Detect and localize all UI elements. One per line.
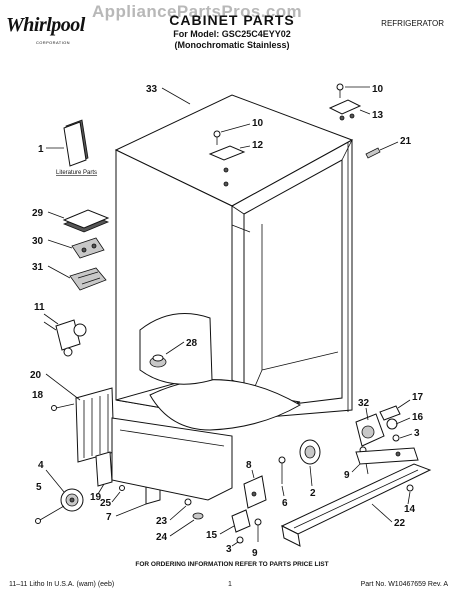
part-18-screw-left: 18 — [32, 390, 75, 411]
variant-line: (Monochromatic Stainless) — [174, 40, 290, 50]
svg-text:10: 10 — [252, 118, 264, 129]
part-30-control: 30 — [32, 236, 105, 259]
svg-text:13: 13 — [372, 110, 384, 121]
footer-litho: 11–11 Litho In U.S.A. (wam) (eeb) — [9, 581, 115, 588]
svg-text:Literature Parts: Literature Parts — [56, 170, 97, 176]
svg-text:16: 16 — [412, 412, 424, 423]
svg-text:29: 29 — [32, 208, 44, 219]
part-21-clip: 21 — [365, 136, 412, 159]
svg-text:4: 4 — [38, 460, 44, 471]
part-16-spring: 16 — [386, 412, 424, 430]
callout-33: 33 — [146, 84, 191, 105]
svg-text:3: 3 — [414, 428, 420, 439]
svg-text:18: 18 — [32, 390, 44, 401]
svg-text:22: 22 — [394, 518, 406, 529]
part-22-toe-grille: 22 — [280, 463, 432, 547]
part-32-roller-bracket: 32 — [355, 398, 385, 447]
part-11-water-valve: 11 — [34, 302, 87, 357]
svg-text:9: 9 — [252, 548, 258, 559]
part-15-clip: 15 — [206, 509, 251, 541]
svg-text:15: 15 — [206, 530, 218, 541]
svg-text:19: 19 — [90, 492, 102, 503]
svg-text:5: 5 — [36, 482, 42, 493]
part-6-bolt: 6 — [278, 456, 288, 509]
svg-text:17: 17 — [412, 392, 424, 403]
part-4-wheel: 4 — [38, 460, 84, 512]
part-10-screw-upper: 10 — [336, 83, 384, 98]
part-2-roller: 2 — [299, 439, 321, 499]
brand-name: Whirlpool — [6, 14, 85, 36]
svg-text:2: 2 — [310, 488, 316, 499]
part-8-hinge-bracket: 8 — [243, 460, 267, 509]
svg-text:32: 32 — [358, 398, 370, 409]
svg-text:7: 7 — [106, 512, 112, 523]
svg-text:1: 1 — [38, 144, 44, 155]
right-base-rail — [355, 447, 419, 465]
brand-corporation: CORPORATION — [36, 40, 70, 45]
watermark-text: AppliancePartsPros.com — [92, 2, 303, 21]
part-20-rear-panel: 20 — [30, 370, 115, 463]
base-frame-left — [111, 417, 233, 501]
svg-text:31: 31 — [32, 262, 44, 273]
svg-text:20: 20 — [30, 370, 42, 381]
svg-text:30: 30 — [32, 236, 44, 247]
part-13-top-hinge: 13 — [328, 99, 384, 121]
part-24-washer: 24 — [156, 512, 204, 543]
part-17-bracket: 17 — [379, 392, 424, 421]
svg-text:28: 28 — [186, 338, 198, 349]
part-19-bracket: 19 — [90, 451, 113, 503]
svg-text:14: 14 — [404, 504, 416, 515]
svg-text:21: 21 — [400, 136, 412, 147]
page-title: CABINET PARTS — [169, 12, 295, 28]
svg-text:33: 33 — [146, 84, 158, 95]
part-3-screw-center: 3 — [226, 536, 244, 555]
svg-text:11: 11 — [34, 302, 45, 313]
footer-page-number: 1 — [228, 581, 232, 588]
part-12-center-hinge: 12 — [208, 140, 264, 187]
model-line: For Model: GSC25C4EYY02 — [173, 29, 291, 39]
part-23-screw: 23 — [156, 498, 192, 527]
part-5-bolt: 5 — [35, 482, 65, 524]
svg-text:9: 9 — [344, 470, 350, 481]
part-31-board: 31 — [32, 262, 107, 291]
part-25-screw: 25 — [100, 485, 125, 509]
part-3-screw-right: 3 — [392, 428, 420, 442]
part-9-bolt-center: 9 — [252, 518, 262, 559]
footer-part-number: Part No. W10467659 Rev. A — [360, 581, 448, 588]
brand-logo: Whirlpool CORPORATION — [6, 14, 85, 45]
part-29-cover: 29 — [32, 208, 110, 233]
part-14-screw-grille: 14 — [404, 484, 416, 515]
svg-text:24: 24 — [156, 532, 168, 543]
svg-text:6: 6 — [282, 498, 288, 509]
svg-text:25: 25 — [100, 498, 112, 509]
ordering-note: FOR ORDERING INFORMATION REFER TO PARTS … — [135, 561, 329, 568]
svg-text:23: 23 — [156, 516, 168, 527]
appliance-category: REFRIGERATOR — [381, 19, 444, 28]
svg-text:12: 12 — [252, 140, 264, 151]
svg-text:3: 3 — [226, 544, 232, 555]
svg-text:8: 8 — [246, 460, 252, 471]
svg-text:10: 10 — [372, 84, 384, 95]
part-28-drain: 28 — [139, 313, 213, 385]
part-10-screw-center: 10 — [213, 118, 264, 145]
part-1-literature: 1 Literature Parts — [38, 119, 97, 176]
cabinet-body — [114, 94, 354, 431]
